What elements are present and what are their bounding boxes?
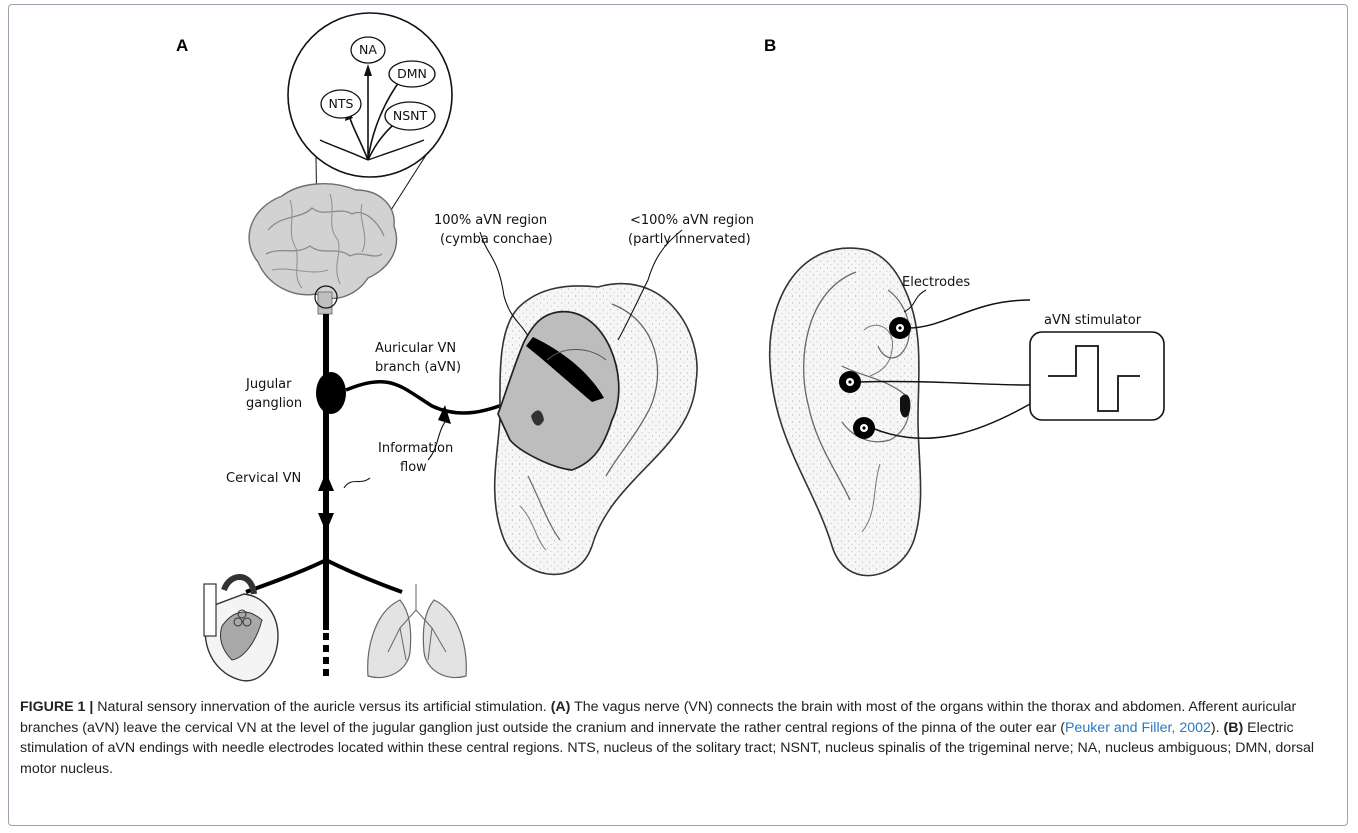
panel-label-a: A xyxy=(176,36,188,55)
nucleus-dmn: DMN xyxy=(389,61,435,87)
nucleus-dmn-label: DMN xyxy=(397,66,427,81)
flow-arrow-up xyxy=(318,472,334,491)
caption-a-text-2: ). xyxy=(1211,720,1224,736)
flow-arrow-down xyxy=(318,513,334,532)
panel-label-b: B xyxy=(764,36,776,55)
label-partial-region-line1: <100% aVN region xyxy=(630,213,754,228)
avn-stimulator xyxy=(1030,332,1164,420)
heart-illustration xyxy=(204,577,278,681)
nucleus-nsnt: NSNT xyxy=(385,102,435,130)
label-cervical-vn: Cervical VN xyxy=(226,471,301,486)
citation-link[interactable]: Peuker and Filler, 2002 xyxy=(1065,720,1211,736)
lungs-illustration xyxy=(368,584,467,678)
nucleus-nts: NTS xyxy=(321,90,361,118)
label-auricular-line2: branch (aVN) xyxy=(375,360,461,375)
label-100-region-line1: 100% aVN region xyxy=(434,213,547,228)
label-100-region-line2: (cymba conchae) xyxy=(440,232,553,247)
ear-a-illustration xyxy=(495,284,697,575)
nucleus-na: NA xyxy=(351,37,385,63)
caption-b-marker: (B) xyxy=(1223,720,1243,736)
brain-illustration xyxy=(249,184,396,314)
nucleus-na-label: NA xyxy=(359,42,377,57)
figure-number: FIGURE 1 | xyxy=(20,699,93,715)
label-electrodes: Electrodes xyxy=(902,275,970,290)
caption-a-marker: (A) xyxy=(551,699,571,715)
label-stimulator: aVN stimulator xyxy=(1044,313,1142,328)
label-info-line1: Information xyxy=(378,441,453,456)
electrode-lower xyxy=(853,417,875,439)
label-jugular-line2: ganglion xyxy=(246,396,302,411)
figure-caption: FIGURE 1 | Natural sensory innervation o… xyxy=(20,697,1338,779)
label-jugular-line1: Jugular xyxy=(245,377,292,392)
label-auricular-line1: Auricular VN xyxy=(375,341,456,356)
electrode-upper xyxy=(889,317,911,339)
auricular-branch xyxy=(346,382,510,413)
nucleus-nsnt-label: NSNT xyxy=(393,108,428,123)
nucleus-nts-label: NTS xyxy=(329,96,354,111)
caption-intro: Natural sensory innervation of the auric… xyxy=(93,699,550,715)
label-info-line2: flow xyxy=(400,460,427,475)
figure-diagram: A B NA DMN NTS NSNT xyxy=(0,0,1358,690)
label-partial-region-line2: (partly innervated) xyxy=(628,232,751,247)
jugular-ganglion xyxy=(316,372,346,414)
electrode-middle xyxy=(839,371,861,393)
pointer-cervical xyxy=(344,478,370,488)
ear-b-illustration xyxy=(770,248,921,576)
